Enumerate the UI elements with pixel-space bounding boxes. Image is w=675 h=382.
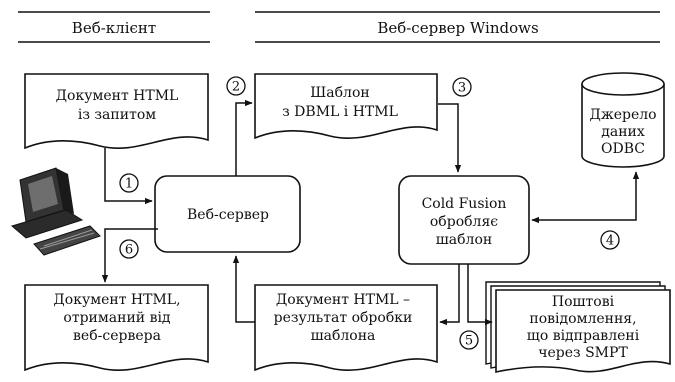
step-1-label: 1 [125,177,133,192]
computer-icon [10,167,101,256]
odbc-line-1: Джерело [589,107,656,123]
cold-fusion-line-3: шаблон [436,232,492,248]
arrow-4 [531,171,640,224]
odbc-database: Джерело даних ODBC [581,72,665,168]
step-4-label: 4 [606,234,614,249]
arrow-5 [439,264,460,326]
step-6-marker: 6 [119,239,139,259]
arrow-3 [438,103,462,173]
web-server-box: Веб-сервер [154,175,301,253]
step-3-marker: 3 [452,77,472,97]
mail-line-4: через SMPT [538,345,628,361]
connectors [101,99,640,326]
doc-request-box: Документ HTML із запитом [24,73,209,150]
cold-fusion-line-1: Cold Fusion [422,196,507,212]
step-2-marker: 2 [226,76,246,96]
template-box: Шаблон з DBML і HTML [254,73,438,140]
mail-docs-box: Поштові повідомлення, що відправлені чер… [485,281,671,373]
odbc-line-2: даних [601,124,645,140]
step-1-marker: 1 [119,173,139,193]
doc-result-line-1: Документ HTML – [276,292,410,308]
template-line-1: Шаблон [310,85,369,101]
step-5-label: 5 [465,334,473,349]
doc-received-line-1: Документ HTML, [53,292,180,308]
mail-line-1: Поштові [552,294,615,310]
step-5-marker: 5 [459,330,479,350]
cold-fusion-box: Cold Fusion обробляє шаблон [398,175,530,265]
odbc-line-3: ODBC [601,141,645,157]
doc-request-line-1: Документ HTML [56,88,179,104]
arrow-1 [104,148,153,205]
step-4-marker: 4 [600,230,620,250]
template-line-2: з DBML і HTML [282,104,398,120]
client-header: Веб-клієнт [72,19,156,37]
doc-received-line-3: веб-сервера [73,328,161,344]
mail-line-3: що відправлені [527,328,640,344]
doc-received-line-2: отриманий від [63,310,171,326]
cold-fusion-line-2: обробляє [430,214,498,230]
mail-line-2: повідомлення, [529,311,636,327]
arrow-6 [101,228,158,283]
step-6-label: 6 [125,243,133,258]
doc-result-box: Документ HTML – результат обробки шаблон… [254,284,438,372]
doc-result-line-2: результат обробки [274,310,413,326]
step-3-label: 3 [458,81,466,96]
doc-result-line-3: шаблона [311,328,376,344]
arrow-mail [467,264,493,326]
step-2-label: 2 [232,80,240,95]
arrow-return [232,255,255,323]
doc-request-line-2: із запитом [78,107,156,123]
header-rules [18,11,660,43]
step-markers: 1 2 3 4 5 6 [119,76,620,350]
server-header: Веб-сервер Windows [377,19,538,37]
web-server-label: Веб-сервер [187,207,269,223]
doc-received-box: Документ HTML, отриманий від веб-сервера [24,284,209,372]
arrow-2 [235,99,253,176]
